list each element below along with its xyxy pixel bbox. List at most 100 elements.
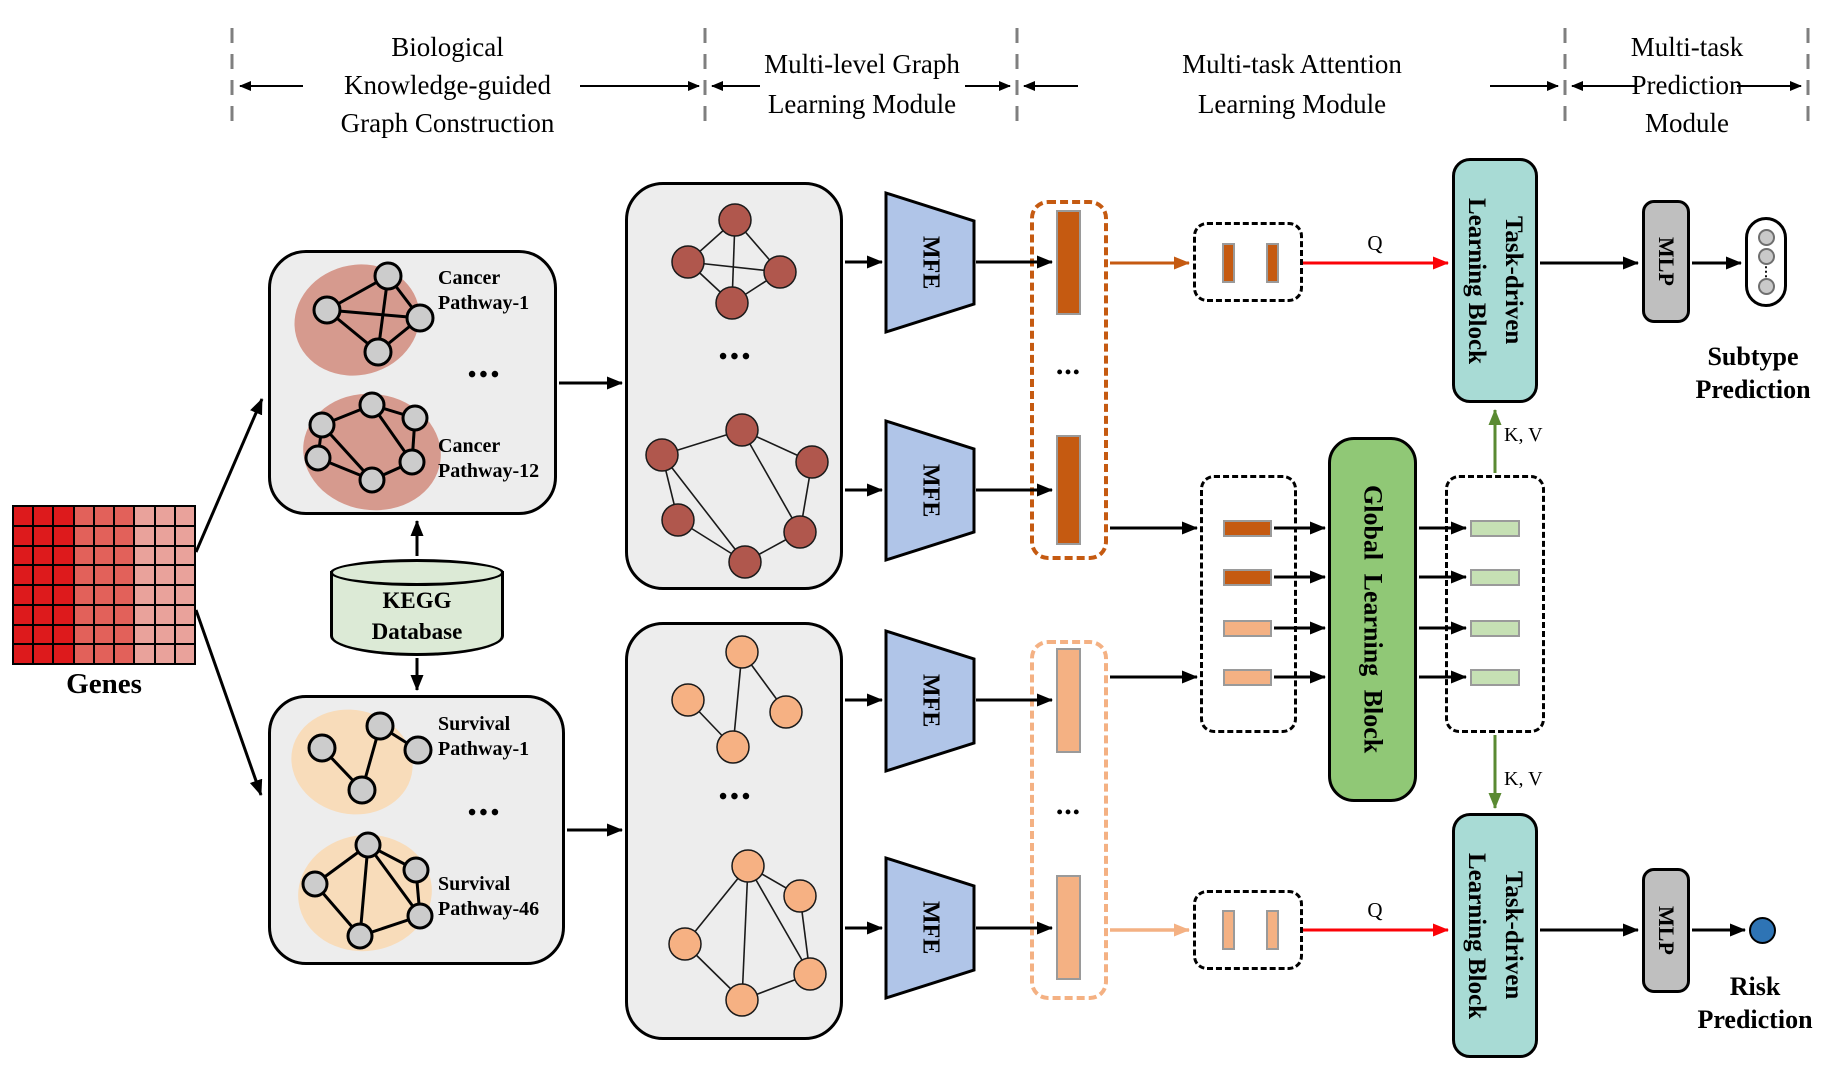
gene-cell <box>94 586 114 604</box>
mlp-label: MLP <box>1654 906 1679 955</box>
global-output-box <box>1445 475 1545 733</box>
gene-cell <box>155 546 174 565</box>
gene-cell <box>74 526 93 545</box>
gene-cell <box>74 625 93 644</box>
mfe-text: MFE <box>917 901 944 955</box>
gene-cell <box>74 507 93 525</box>
gene-cell <box>175 526 194 545</box>
gene-cell <box>155 625 174 644</box>
subtype-output-nodes: ⋮ <box>1745 217 1787 307</box>
global-input-bar-2 <box>1223 569 1272 586</box>
global-input-box <box>1200 475 1297 733</box>
cancer-embedding-bar-1 <box>1056 210 1081 315</box>
survival-query-bar-1 <box>1222 910 1235 950</box>
task-driven-block-subtype: Task-driven Learning Block <box>1452 158 1538 403</box>
risk-prediction-label: Risk Prediction <box>1697 972 1813 1034</box>
gene-cell <box>14 645 33 663</box>
gene-cell <box>135 605 154 624</box>
gene-cell <box>94 566 114 584</box>
gene-cell <box>14 586 33 604</box>
gene-cell <box>34 566 53 584</box>
gene-cell <box>74 605 93 624</box>
survival-embedding-bar-1 <box>1056 648 1081 753</box>
output-node <box>1757 278 1775 295</box>
gene-expression-matrix <box>12 505 196 665</box>
gene-cell <box>94 625 114 644</box>
mlp-block-risk: MLP <box>1642 868 1690 993</box>
gene-cell <box>54 546 73 565</box>
gene-cell <box>115 546 134 565</box>
task-driven-block-label: Task-driven Learning Block <box>1463 852 1527 1019</box>
gene-cell <box>94 605 114 624</box>
key-value-label-risk: K, V <box>1504 768 1543 790</box>
cancer-graphs-ellipsis: ••• <box>718 344 754 370</box>
section-title-prediction: Multi-task Prediction Module <box>1630 32 1744 138</box>
survival-pathway-46-label: Survival Pathway-46 <box>438 873 540 920</box>
survival-embeddings-ellipsis: ••• <box>1056 802 1082 822</box>
mfe-text: MFE <box>917 674 944 728</box>
mfe-block-2-label: MFE <box>885 420 975 561</box>
gene-cell <box>34 645 53 663</box>
gene-cell <box>135 566 154 584</box>
gene-cell <box>94 526 114 545</box>
gene-cell <box>54 566 73 584</box>
mfe-text: MFE <box>917 235 944 290</box>
gene-cell <box>94 645 114 663</box>
gene-cell <box>175 566 194 584</box>
gene-cell <box>34 546 53 565</box>
gene-cell <box>135 645 154 663</box>
gene-cell <box>54 507 73 525</box>
gene-cell <box>34 625 53 644</box>
gene-cell <box>34 526 53 545</box>
survival-pathways-ellipsis: ••• <box>467 800 503 826</box>
task-driven-block-label: Task-driven Learning Block <box>1463 197 1527 364</box>
section-title-graph-learning: Multi-level Graph Learning Module <box>764 49 960 119</box>
query-label-risk: Q <box>1367 898 1383 922</box>
gene-cell <box>54 625 73 644</box>
gene-cell <box>115 586 134 604</box>
output-node <box>1757 229 1775 246</box>
gene-cell <box>54 526 73 545</box>
gene-cell <box>175 605 194 624</box>
gene-cell <box>94 507 114 525</box>
key-value-label-subtype: K, V <box>1504 424 1543 446</box>
global-output-bar-2 <box>1470 569 1520 586</box>
gene-cell <box>135 526 154 545</box>
global-learning-block-label: Global Learning Block <box>1358 485 1388 754</box>
subtype-prediction-label: Subtype Prediction <box>1695 342 1811 404</box>
gene-cell <box>14 625 33 644</box>
gene-cell <box>155 526 174 545</box>
global-learning-block: Global Learning Block <box>1328 437 1417 802</box>
gene-cell <box>14 546 33 565</box>
gene-cell <box>115 507 134 525</box>
survival-pathway-1-label: Survival Pathway-1 <box>438 713 530 760</box>
cancer-query-box <box>1193 222 1303 302</box>
section-title-graph-construction: Biological Knowledge-guided Graph Constr… <box>340 32 555 138</box>
cancer-query-bar-1 <box>1222 243 1235 283</box>
gene-cell <box>74 546 93 565</box>
gene-cell <box>14 507 33 525</box>
gene-cell <box>135 507 154 525</box>
survival-graphs-ellipsis: ••• <box>718 784 754 810</box>
gene-cell <box>135 625 154 644</box>
gene-cell <box>54 605 73 624</box>
gene-cell <box>115 566 134 584</box>
gene-cell <box>175 625 194 644</box>
kegg-database-cylinder: KEGG Database <box>330 559 504 656</box>
gene-cell <box>14 566 33 584</box>
gene-cell <box>115 605 134 624</box>
global-output-bar-1 <box>1470 520 1520 537</box>
section-title-attention-learning: Multi-task Attention Learning Module <box>1182 49 1402 119</box>
global-input-bar-1 <box>1223 520 1272 537</box>
gene-cell <box>14 605 33 624</box>
gene-cell <box>175 645 194 663</box>
gene-cell <box>74 645 93 663</box>
gene-cell <box>115 625 134 644</box>
gene-cell <box>155 605 174 624</box>
mlp-label: MLP <box>1654 237 1679 286</box>
gene-cell <box>155 507 174 525</box>
survival-graphs-box <box>625 622 843 1040</box>
cancer-embeddings-ellipsis: ••• <box>1056 362 1082 382</box>
gene-cell <box>94 546 114 565</box>
